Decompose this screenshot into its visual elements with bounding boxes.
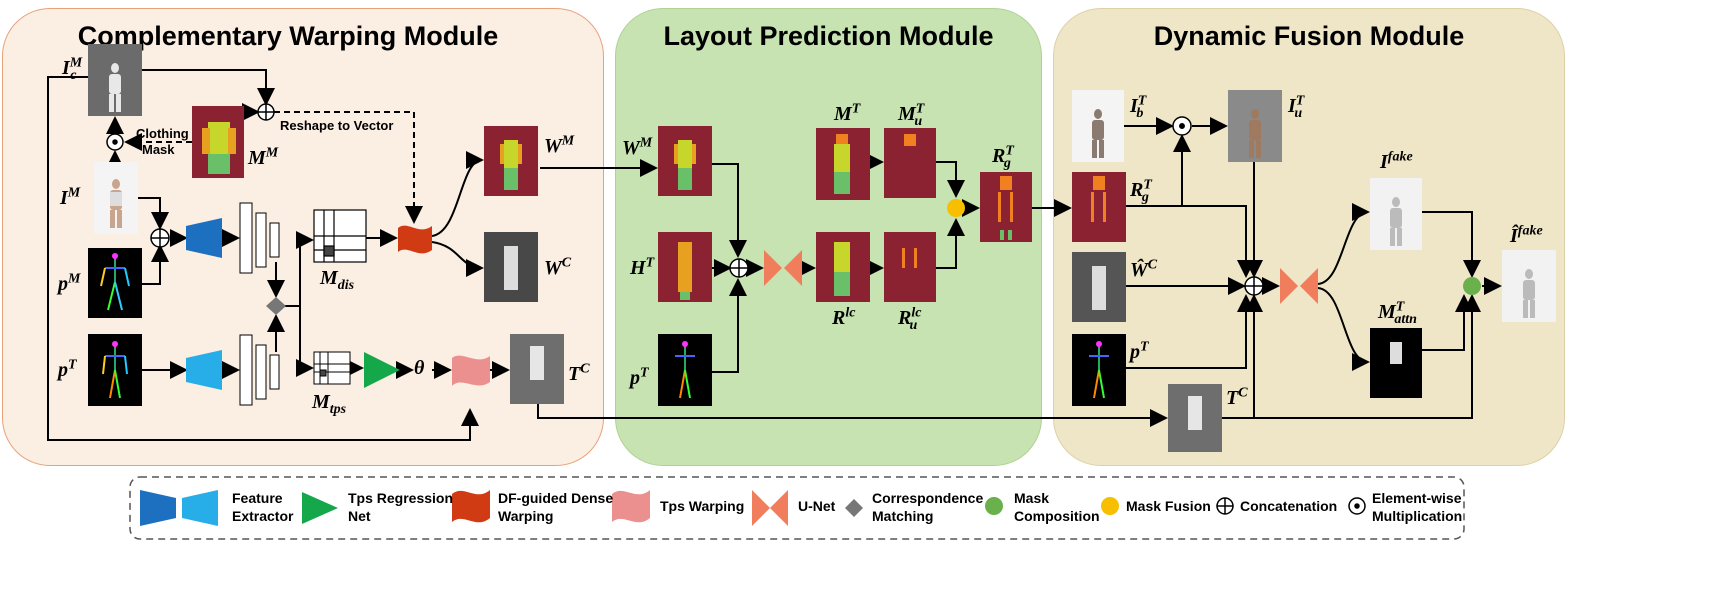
image-fusion-r-g-t [1072,172,1126,242]
image-h-t [658,232,712,302]
image-m-u-t [884,128,936,198]
label-w-m: WM [544,133,575,157]
module-title-fusion: Dynamic Fusion Module [1153,21,1465,51]
label-i-fake: Ifake [1380,149,1413,173]
image-i-fake-hat [1502,250,1556,322]
label-i-b-t: ITb [1130,93,1147,121]
image-w-c-hat [1072,252,1126,322]
label-r-g-t: RTg [992,143,1014,171]
image-m-t [816,128,870,200]
label-i-u-t: ITu [1288,93,1305,121]
label-layout-p-t: pT [630,365,649,389]
label-i-fake-hat: Îfake [1510,223,1543,247]
label-fusion-t-c: TC [1226,385,1248,409]
image-m-attn [1370,328,1422,398]
image-r-g-t [980,172,1032,242]
label-ic-m: IMc [62,55,83,83]
label-fusion-p-t: pT [1130,339,1149,363]
legend-unet: U-Net [798,498,836,514]
label-fusion-r-g-t: RTg [1130,177,1152,205]
label-i-m: IM [60,185,81,209]
image-w-m [484,126,538,196]
label-m-t: MT [834,101,861,125]
image-layout-w-m [658,126,712,196]
legend-box [129,476,1465,540]
label-r-lc: Rlc [832,305,856,329]
image-w-c [484,232,538,302]
label-layout-w-m: WM [622,135,653,159]
label-w-c-hat: ŴC [1130,257,1158,281]
concat-symbols [150,103,1264,296]
label-m-tps: Mtps [312,391,347,417]
module-title-warping: Complementary Warping Module [77,21,499,51]
label-w-c: WC [544,255,572,279]
label-m-u-t: MTu [898,101,925,129]
label-m-m: MM [248,145,279,169]
legend-tps-warping: Tps Warping [660,498,745,514]
label-m-attn: MTattn [1378,299,1417,327]
image-p-t [88,334,142,406]
image-p-m [88,248,142,318]
label-theta: θ [414,357,425,379]
image-i-u-t [1228,90,1282,162]
legend-concatenation: Concatenation [1240,498,1338,514]
label-reshape: Reshape to Vector [280,118,394,133]
image-fusion-t-c [1168,384,1222,452]
image-t-c [510,334,564,404]
image-layout-p-t [658,334,712,406]
label-p-m: pM [58,271,81,295]
label-r-u-lc: Rlcu [898,305,922,333]
label-m-dis: Mdis [320,267,355,293]
label-h-t: HT [630,255,655,279]
dynamic-fusion-module: Dynamic Fusion Module [1053,8,1565,466]
image-r-lc [816,232,870,302]
image-i-b-t [1072,90,1124,162]
image-r-u-lc [884,232,936,302]
image-m-m [192,106,244,178]
image-ic-m [88,44,142,116]
image-fusion-p-t [1072,334,1126,406]
label-mask: Mask [142,142,175,157]
label-t-c: TC [568,361,590,385]
image-i-m [94,162,138,234]
module-title-layout: Layout Prediction Module [663,21,994,51]
image-i-fake [1370,178,1422,250]
legend-mask-fusion: Mask Fusion [1126,498,1211,514]
label-p-t: pT [58,357,77,381]
label-clothing: Clothing [136,126,189,141]
